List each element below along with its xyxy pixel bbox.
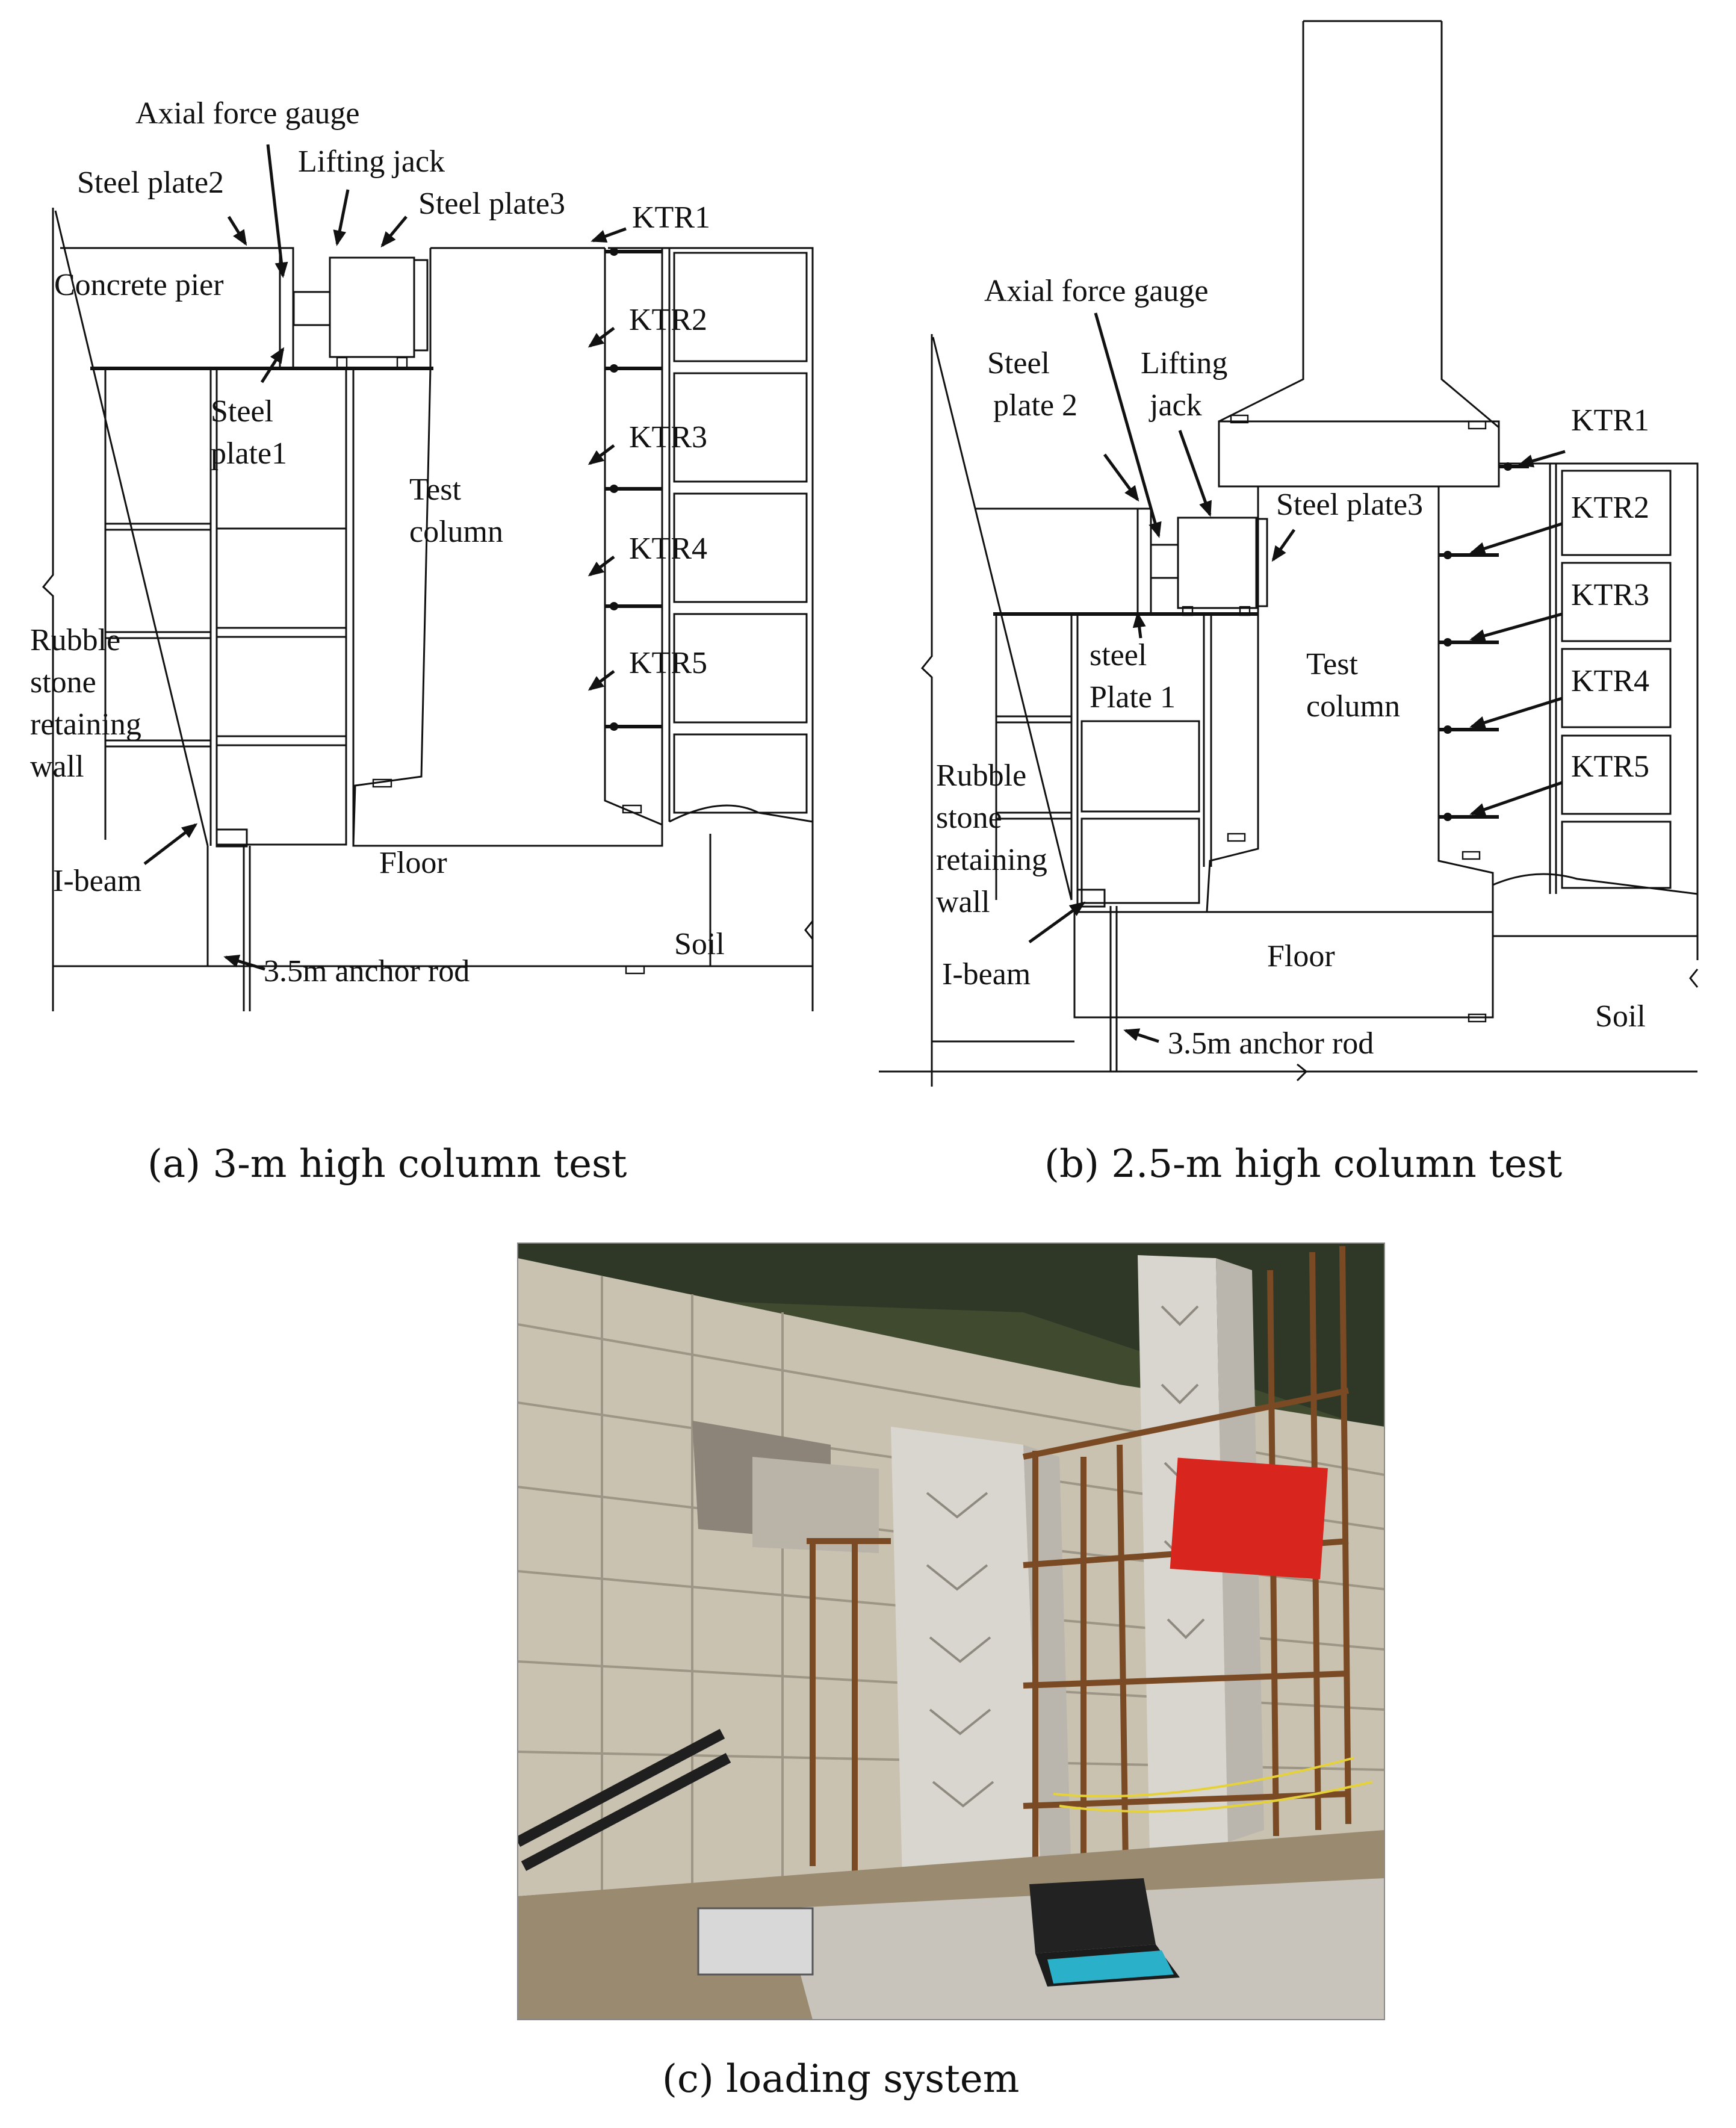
label-soil-b: Soil — [1595, 999, 1646, 1034]
label-axial-force-gauge-a: Axial force gauge — [135, 96, 359, 131]
label-lifting-jack-line1-b: Lifting — [1141, 346, 1227, 380]
label-test-column-line2-a: column — [409, 515, 503, 549]
label-rubble-line1-b: Rubble — [936, 758, 1026, 793]
panel-a-diagram: Axial force gauge Steel plate2 Lifting j… — [30, 96, 814, 1011]
floor-b — [932, 889, 1697, 1072]
test-column-a — [352, 247, 663, 847]
label-anchor-rod-b: 3.5m anchor rod — [1168, 1026, 1374, 1061]
label-test-column-line1-b: Test — [1306, 647, 1358, 681]
label-ktr3-b: KTR3 — [1571, 578, 1649, 612]
label-soil-a: Soil — [674, 927, 725, 961]
label-steel-plate1-line1-b: steel — [1090, 638, 1147, 672]
label-steel-plate3-a: Steel plate3 — [418, 187, 565, 221]
label-test-column-line2-b: column — [1306, 689, 1400, 724]
label-steel-plate3-b: Steel plate3 — [1276, 488, 1423, 522]
label-test-column-line1-a: Test — [409, 473, 461, 507]
annotation-arrows-a — [143, 144, 627, 971]
label-ktr3-a: KTR3 — [629, 420, 707, 454]
label-steel-plate2-a: Steel plate2 — [77, 166, 224, 200]
ktr-sensors-a — [605, 247, 662, 731]
label-steel-plate1-line1-a: Steel — [211, 394, 273, 429]
concrete-pier-b — [975, 507, 1268, 616]
test-column-photo-1 — [891, 1427, 1041, 1902]
annotation-arrows-b — [1028, 312, 1566, 1043]
support-frame-a — [104, 368, 355, 846]
label-ktr2-b: KTR2 — [1571, 491, 1649, 525]
reaction-frame-a — [605, 247, 814, 1011]
caption-b: (b) 2.5-m high column test — [1044, 1142, 1563, 1187]
label-steel-plate2-line1-b: Steel — [987, 346, 1050, 380]
laptop — [1029, 1878, 1180, 1987]
label-ktr4-b: KTR4 — [1571, 664, 1649, 698]
label-lifting-jack-a: Lifting jack — [298, 144, 445, 179]
label-ktr4-a: KTR4 — [629, 532, 707, 566]
support-frame-b — [995, 614, 1212, 909]
label-rubble-line4-b: wall — [936, 885, 990, 919]
label-concrete-pier-a: Concrete pier — [54, 268, 224, 302]
label-rubble-line1-a: Rubble — [30, 623, 120, 657]
rubble-retaining-wall-b — [879, 334, 1699, 1087]
test-column-b — [1206, 20, 1500, 913]
label-floor-b: Floor — [1267, 939, 1335, 973]
red-banner — [1170, 1457, 1328, 1580]
caption-c: (c) loading system — [662, 2057, 1019, 2102]
label-steel-plate1-line2-b: Plate 1 — [1090, 680, 1176, 715]
label-rubble-line2-b: stone — [936, 801, 1002, 835]
label-i-beam-b: I-beam — [942, 957, 1031, 991]
label-rubble-line3-b: retaining — [936, 843, 1047, 877]
panel-b-diagram: Axial force gauge Steel plate 2 Lifting … — [879, 20, 1699, 1087]
label-anchor-rod-a: 3.5m anchor rod — [264, 954, 470, 988]
label-rubble-line2-a: stone — [30, 665, 96, 700]
label-ktr2-a: KTR2 — [629, 303, 707, 337]
label-steel-plate1-line2-a: plate1 — [211, 436, 287, 471]
label-floor-a: Floor — [379, 846, 447, 880]
label-rubble-line3-a: retaining — [30, 707, 141, 742]
loading-system-photo — [517, 1242, 1385, 2020]
label-axial-force-gauge-b: Axial force gauge — [984, 274, 1208, 308]
reaction-frame-b — [1439, 462, 1699, 960]
label-ktr1-a: KTR1 — [632, 200, 710, 235]
data-logger — [697, 1907, 814, 1976]
label-lifting-jack-line2-b: jack — [1149, 388, 1202, 423]
label-rubble-line4-a: wall — [30, 749, 84, 784]
label-steel-plate2-line2-b: plate 2 — [993, 388, 1077, 423]
label-ktr5-a: KTR5 — [629, 646, 707, 680]
ktr-sensors-b — [1439, 462, 1529, 821]
label-ktr1-b: KTR1 — [1571, 403, 1649, 438]
label-ktr5-b: KTR5 — [1571, 749, 1649, 784]
floor-a — [206, 828, 814, 1011]
caption-a: (a) 3-m high column test — [147, 1142, 627, 1187]
label-i-beam-a: I-beam — [53, 864, 141, 898]
concrete-pier-a — [60, 247, 433, 370]
